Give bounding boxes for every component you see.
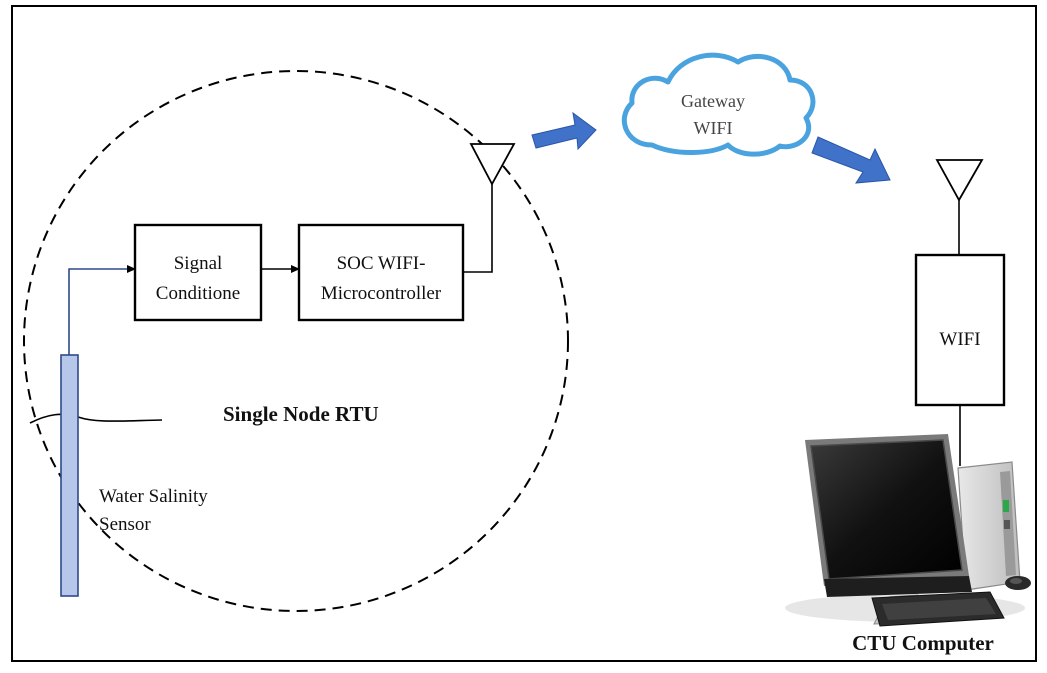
sensor-probe	[60, 354, 79, 597]
ctu-wifi-label: WIFI	[939, 329, 980, 350]
diagram-frame	[11, 5, 1037, 662]
rtu-boundary	[23, 70, 569, 612]
soc-microcontroller-block: SOC WIFI- Microcontroller	[297, 223, 465, 322]
antenna-icon	[935, 159, 984, 202]
antenna-icon	[469, 143, 516, 186]
sensor-label-line-2: Sensor	[99, 514, 151, 535]
soc-block-line-1: SOC WIFI-	[337, 253, 426, 274]
wire-soc-to-antenna	[463, 184, 493, 273]
arrow-icon	[531, 111, 597, 151]
cloud-icon: Gateway WIFI	[621, 52, 816, 157]
ctu-computer-label: CTU Computer	[852, 631, 994, 655]
water-surface-line	[29, 413, 163, 424]
rtu-title: Single Node RTU	[223, 402, 379, 426]
cloud-label-line-1: Gateway	[681, 91, 745, 111]
cloud-label-line-2: WIFI	[694, 118, 733, 138]
soc-block-line-2: Microcontroller	[321, 283, 442, 304]
arrow-icon	[811, 136, 891, 184]
signal-block-line-1: Signal	[174, 253, 223, 274]
sensor-label-line-1: Water Salinity	[99, 486, 208, 507]
computer-icon	[785, 434, 1031, 627]
wire-sensor-to-signal	[68, 265, 136, 355]
signal-block-line-2: Conditione	[156, 283, 240, 304]
ctu-wifi-block: WIFI	[914, 253, 1006, 407]
signal-conditioner-block: Signal Conditione	[133, 223, 263, 322]
